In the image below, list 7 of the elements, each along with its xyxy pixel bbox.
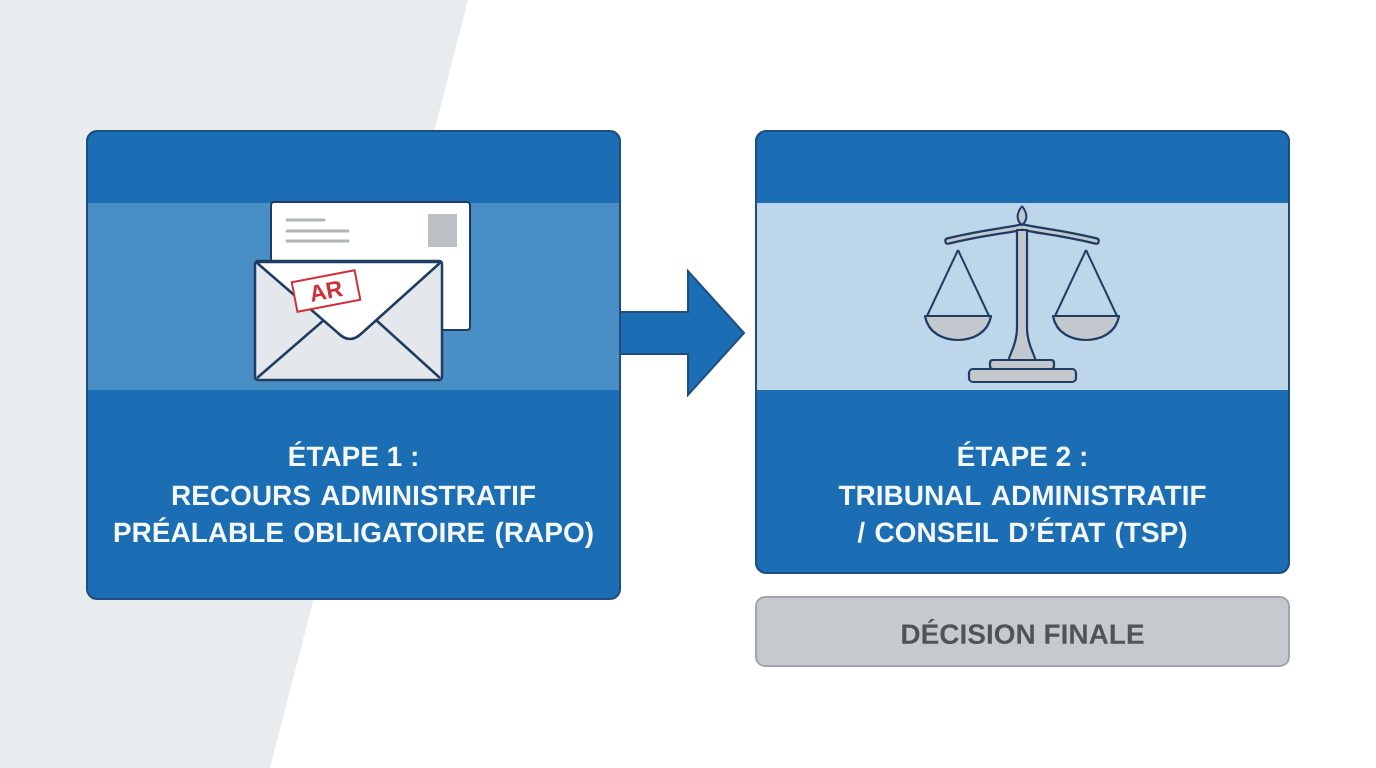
step-heading: ÉTAPE 1 : [289,441,417,466]
step-title: RECOURS ADMINISTRATIF PRÉALABLE OBLIGATOIRE (RAPO) [114,485,593,548]
block-arrow [619,268,746,398]
stamp: AR [290,269,362,313]
result-box: DÉCISION FINALE [755,596,1290,667]
step-heading: ÉTAPE 2 : [958,441,1086,466]
step-title: TRIBUNAL ADMINISTRATIF / CONSEIL D’ÉTAT (TSP) [838,485,1206,548]
